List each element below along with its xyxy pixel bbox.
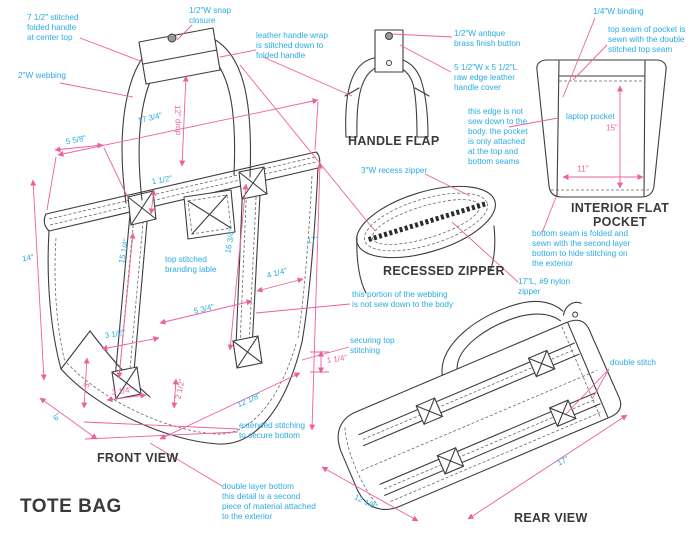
- leader-lines: [59, 24, 519, 487]
- annotation-recess-zipper: 3"W recess zipper: [361, 166, 428, 175]
- snap-flap: [138, 27, 221, 85]
- annotation-top-seam: top seam of pocket is sewn with the doub…: [608, 25, 686, 54]
- annotation-extended-stitch: extended stitching to secure bottom: [239, 421, 305, 440]
- snap-button-icon: [167, 33, 177, 43]
- annotation-nylon-zipper: 17"L, #9 nylon zipper: [518, 277, 571, 296]
- view-title-rear: REAR VIEW: [514, 511, 588, 525]
- handle-flap-drawing: [344, 29, 430, 138]
- annotation-leather-wrap: leather handle wrap is stitched down to …: [256, 31, 328, 60]
- brass-button-icon: [385, 32, 393, 40]
- annotation-brass-button: 1/2"W antique brass finish button: [454, 29, 521, 48]
- view-title-front: FRONT VIEW: [97, 451, 179, 465]
- annotation-laptop-pocket: laptop pocket: [566, 112, 615, 121]
- dimension-lines: [30, 75, 329, 440]
- interior-pocket-drawing: [508, 17, 667, 234]
- dimension-front-height-right: 17": [306, 234, 320, 246]
- annotation-webbing-note: this portion of the webbing is not sew d…: [352, 290, 454, 309]
- annotation-snap-closure: 1/2"W snap closure: [189, 6, 232, 25]
- view-title-recessed-zipper: RECESSED ZIPPER: [383, 264, 505, 278]
- annotation-bottom-seam: bottom seam is folded and sewn with the …: [532, 229, 631, 268]
- dimension-front-handle-drop: 12" drop: [172, 104, 184, 136]
- lower-button-icon: [386, 60, 392, 66]
- page-title: TOTE BAG: [20, 496, 122, 517]
- annotation-handle-fold: 7 1/2" stitched folded handle at center …: [27, 13, 79, 42]
- annotation-branding-label: top stitched branding lable: [165, 255, 217, 274]
- recessed-zipper-drawing: [356, 185, 496, 294]
- annotation-double-bottom: double layer bottom this detail is a sec…: [222, 482, 316, 521]
- annotation-double-stitch: double stitch: [610, 358, 656, 367]
- annotation-leather-cover: 5 1/2"W x 5 1/2"L raw edge leather handl…: [454, 63, 518, 92]
- annotation-webbing: 2"W webbing: [18, 71, 66, 80]
- dimension-pocket-width: 11": [576, 164, 590, 174]
- annotation-securing-stitch: securing top stitching: [350, 336, 395, 355]
- view-title-handle-flap: HANDLE FLAP: [348, 134, 440, 148]
- zipper-teeth-icon: [367, 201, 487, 242]
- annotation-edge-note: this edge is not sew down to the body. t…: [468, 107, 528, 166]
- annotation-binding: 1/4"W binding: [593, 7, 644, 16]
- rear-view-drawing: [321, 301, 628, 522]
- rear-snap-icon: [572, 311, 579, 318]
- view-title-interior-pocket: INTERIOR FLAT POCKET: [570, 201, 670, 229]
- dimension-pocket-height: 15": [605, 123, 619, 133]
